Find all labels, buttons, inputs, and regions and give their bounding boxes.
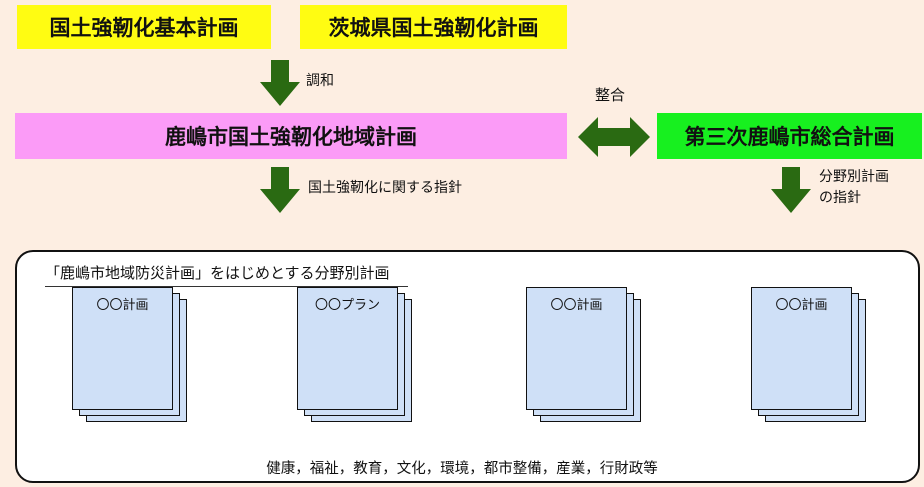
document-stack-4: 〇〇計画 [751,287,866,422]
panel-title: 「鹿嶋市地域防災計画」をはじめとする分野別計画 [45,262,408,287]
document-label: 〇〇計画 [775,298,828,313]
document-icon [72,287,173,410]
harmony-label: 調和 [306,73,334,89]
document-stack-1: 〇〇計画 [72,287,187,422]
document-icon [526,287,627,410]
guideline-down-arrow [260,167,300,213]
comprehensive-plan-box: 第三次鹿嶋市総合計画 [657,113,922,159]
document-label: 〇〇プラン [314,298,380,313]
guideline-label: 国土強靭化に関する指針 [308,180,462,196]
prefectural-plan-label: 茨城県国土強靭化計画 [328,16,539,40]
document-icon [751,287,852,410]
comprehensive-plan-label: 第三次鹿嶋市総合計画 [684,125,895,149]
regional-plan-label: 鹿嶋市国土強靭化地域計画 [165,125,417,149]
document-label: 〇〇計画 [550,298,603,313]
document-icon [297,287,398,410]
consistency-double-arrow [578,117,650,157]
prefectural-plan-box: 茨城県国土強靭化計画 [300,5,567,49]
document-stack-2: 〇〇プラン [297,287,412,422]
document-label: 〇〇計画 [96,298,149,313]
national-plan-box: 国土強靭化基本計画 [17,5,271,49]
document-stack-3: 〇〇計画 [526,287,641,422]
sector-guideline-label: 分野別計画 の指針 [819,169,889,206]
regional-plan-box: 鹿嶋市国土強靭化地域計画 [15,113,567,159]
national-plan-label: 国土強靭化基本計画 [49,16,239,40]
consistency-label: 整合 [595,86,626,104]
sector-list: 健康，福祉，教育，文化，環境，都市整備，産業，行財政等 [266,461,658,477]
harmony-down-arrow [260,60,300,106]
sector-guideline-down-arrow [771,167,811,213]
